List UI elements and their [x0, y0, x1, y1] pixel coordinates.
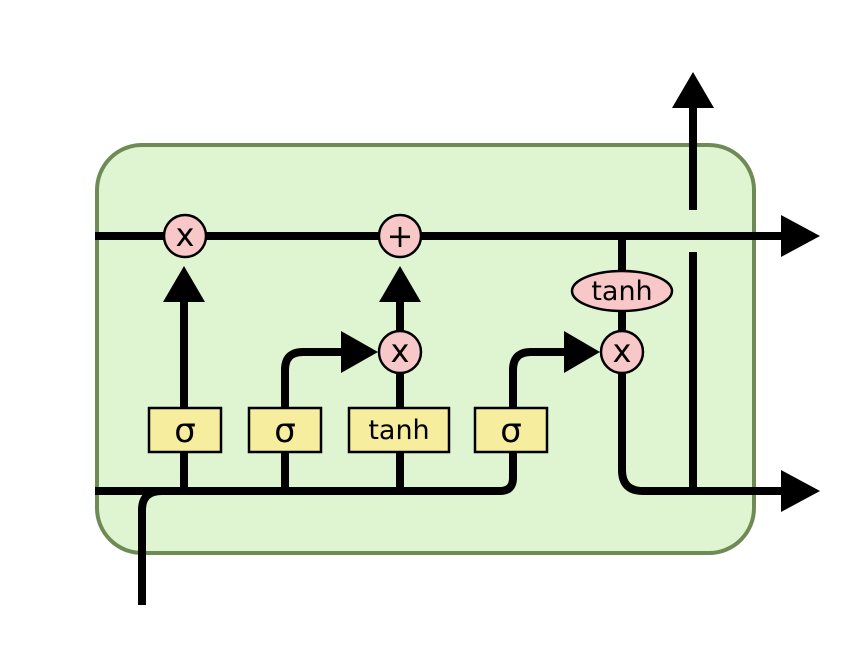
input-gate: σ: [247, 406, 323, 454]
cell-add-label: +: [387, 217, 414, 255]
input-line: [138, 487, 163, 605]
forget-multiply-node: x: [162, 213, 208, 259]
output-gate: σ: [473, 406, 549, 454]
input-gate-box: [247, 406, 323, 454]
output-tanh-label: tanh: [591, 276, 652, 307]
output-multiply-label: x: [613, 332, 632, 370]
input-multiply-label: x: [391, 332, 410, 370]
hidden-output-line: [618, 372, 785, 495]
input-gate-line: [281, 348, 345, 491]
forget-gate-arrow: [163, 266, 205, 302]
hidden-output-arrow: [781, 470, 820, 512]
forget-gate-label: σ: [174, 411, 196, 451]
forget-multiply-circle: [162, 213, 208, 259]
output-tanh-node: tanh: [570, 269, 674, 313]
candidate-layer-box: [347, 406, 451, 454]
forget-gate: σ: [147, 406, 223, 454]
input-gate-arrow: [341, 331, 378, 373]
hidden-input-bus: [95, 452, 517, 495]
output-multiply-circle: [599, 329, 645, 375]
input-multiply-to-add-arrow: [379, 266, 421, 302]
cell-add-node: +: [377, 213, 423, 259]
cell-state-output-arrow: [781, 215, 820, 257]
output-gate-arrow: [564, 331, 600, 373]
output-multiply-node: x: [599, 329, 645, 375]
cell-add-circle: [377, 213, 423, 259]
candidate-layer: tanh: [347, 406, 451, 454]
output-gate-box: [473, 406, 549, 454]
forget-gate-box: [147, 406, 223, 454]
input-multiply-circle: [377, 329, 423, 375]
input-gate-label: σ: [274, 411, 296, 451]
output-gate-label: σ: [500, 411, 522, 451]
input-multiply-node: x: [377, 329, 423, 375]
candidate-layer-label: tanh: [368, 415, 429, 446]
output-gate-line: [509, 348, 568, 410]
hidden-up-arrow: [672, 72, 714, 108]
forget-multiply-label: x: [176, 216, 195, 254]
output-tanh-ellipse: [570, 269, 674, 313]
